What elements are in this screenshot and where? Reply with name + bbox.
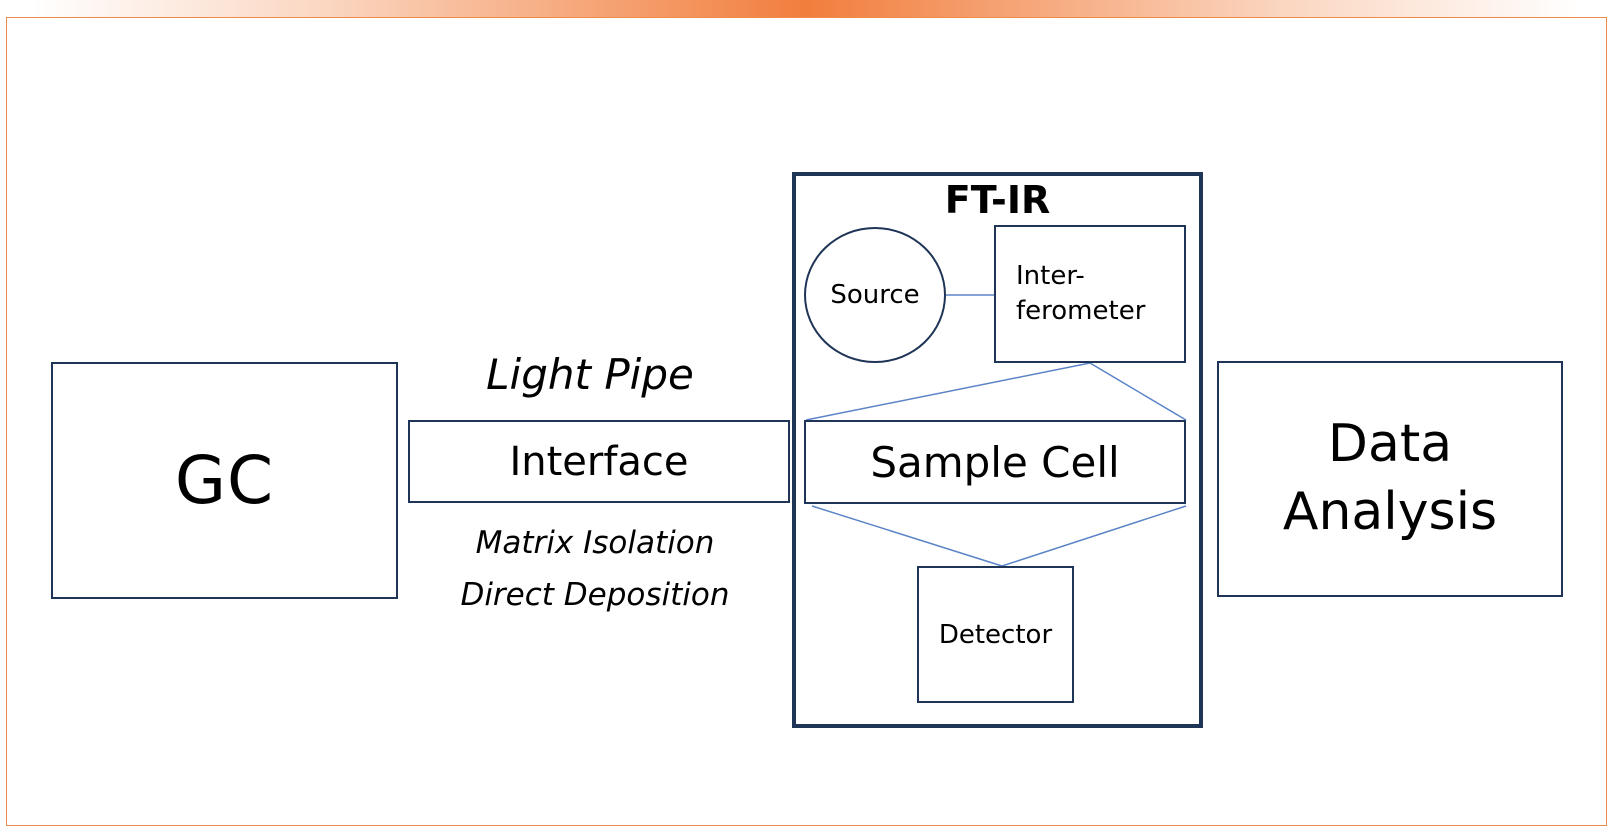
ftir-box (792, 172, 1203, 728)
interface-box: Interface (408, 420, 790, 503)
ftir-title: FT-IR (944, 178, 1051, 222)
matrix-isolation-label: Matrix Isolation (475, 525, 715, 561)
light-pipe-label: Light Pipe (486, 350, 694, 399)
interface-label: Interface (509, 438, 689, 485)
direct-deposition-label: Direct Deposition (460, 577, 730, 613)
source-label: Source (830, 280, 920, 310)
interferometer-label-line2: ferometer (1016, 296, 1146, 326)
source-circle: Source (804, 227, 946, 363)
sample-cell-box: Sample Cell (804, 420, 1186, 504)
gc-box: GC (51, 362, 398, 599)
data-analysis-label-line1: Data (1327, 414, 1453, 475)
detector-label: Detector (938, 619, 1053, 650)
data-analysis-label-line2: Analysis (1282, 482, 1498, 542)
interferometer-box: Inter- ferometer (994, 225, 1186, 363)
gc-label: GC (174, 442, 275, 519)
data-analysis-box: Data Analysis (1217, 361, 1563, 597)
figure-frame (6, 17, 1607, 826)
interferometer-label-line1: Inter- (1016, 260, 1085, 291)
sample-cell-label: Sample Cell (870, 437, 1120, 487)
accent-gradient-bar (0, 0, 1612, 17)
detector-box: Detector (917, 566, 1074, 703)
